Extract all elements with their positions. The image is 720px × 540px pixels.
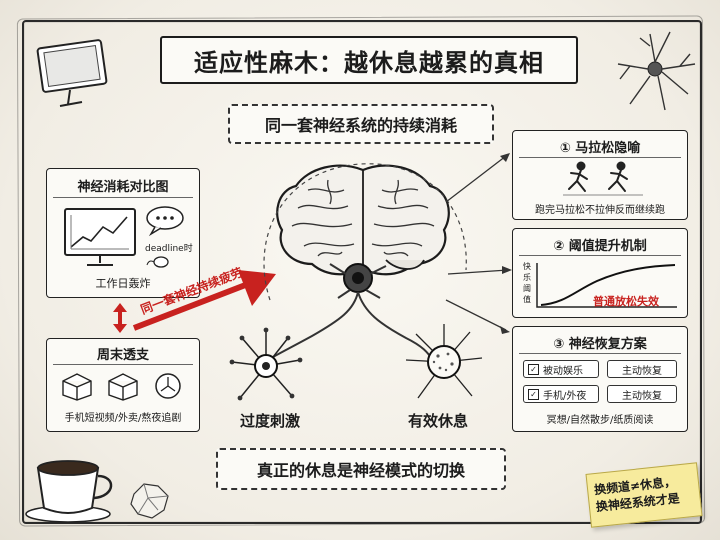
brain-orbit-arc bbox=[263, 163, 467, 301]
deadline-label: deadline时 bbox=[145, 244, 193, 254]
coffee-cup-icon bbox=[25, 460, 113, 523]
checkbox-checked-icon: ✓ bbox=[528, 363, 539, 375]
comparison-title: 神经消耗对比图 bbox=[77, 180, 169, 195]
recovery-option-active-2[interactable]: 主动恢复 bbox=[607, 385, 677, 403]
recovery-option-label: 主动恢复 bbox=[622, 390, 662, 402]
mouse-icon bbox=[146, 256, 169, 268]
runners-icon bbox=[563, 161, 643, 196]
workday-caption: 工作日轰炸 bbox=[95, 277, 151, 290]
panel-divider bbox=[519, 157, 681, 158]
panel-divider bbox=[53, 197, 193, 198]
marathon-title: ① 马拉松隐喻 bbox=[559, 141, 641, 156]
takeout-box-icon bbox=[108, 373, 138, 401]
monitor-sketch-icon bbox=[36, 39, 108, 107]
speech-bubble-icon bbox=[146, 206, 184, 237]
phone-box-icon bbox=[62, 373, 92, 401]
weekend-caption: 手机短视频/外卖/熬夜追剧 bbox=[64, 413, 182, 424]
connector-arrows bbox=[445, 153, 512, 334]
recovery-option-label: 被动娱乐 bbox=[543, 365, 583, 377]
recovery-title: ③ 神经恢复方案 bbox=[553, 337, 647, 352]
neuron-sketch-decoration bbox=[617, 31, 696, 111]
marathon-caption: 跑完马拉松不拉伸反而继续跑 bbox=[535, 205, 665, 216]
crumpled-paper-icon bbox=[130, 483, 169, 519]
page-title-text: 适应性麻木：越休息越累的真相 bbox=[194, 48, 544, 77]
fatigue-arrow-icon bbox=[132, 270, 276, 331]
panel-divider bbox=[519, 255, 681, 256]
clock-icon bbox=[155, 373, 181, 399]
threshold-y-axis-label: 快乐阈值 bbox=[523, 262, 531, 304]
footer-text: 真正的休息是神经模式的切换 bbox=[256, 461, 465, 480]
work-monitor-icon bbox=[64, 208, 136, 266]
effective-rest-label: 有效休息 bbox=[408, 412, 469, 430]
recovery-option-passive[interactable]: ✓ 被动娱乐 bbox=[523, 360, 599, 378]
recovery-option-phone[interactable]: ✓ 手机/外夜 bbox=[523, 385, 599, 403]
checkbox-checked-icon: ✓ bbox=[528, 388, 539, 400]
threshold-title: ② 阈值提升机制 bbox=[553, 239, 647, 254]
recovery-panel: ③ 神经恢复方案 ✓ 被动娱乐 主动恢复 ✓ 手机/外夜 主动恢复 冥想/自然散… bbox=[512, 326, 688, 432]
subtitle-box: 同一套神经系统的持续消耗 bbox=[228, 104, 494, 144]
recovery-option-active[interactable]: 主动恢复 bbox=[607, 360, 677, 378]
footer-box: 真正的休息是神经模式的切换 bbox=[216, 448, 506, 490]
recovery-option-label: 主动恢复 bbox=[622, 365, 662, 377]
double-arrow-icon bbox=[113, 303, 127, 333]
resting-neuron-icon bbox=[405, 324, 483, 399]
overstimulated-neuron-icon bbox=[229, 327, 303, 401]
recovery-option-label: 手机/外夜 bbox=[543, 390, 587, 402]
threshold-curve-caption: 普通放松失效 bbox=[593, 295, 659, 308]
central-neuron-illustration bbox=[263, 263, 435, 363]
panel-divider bbox=[53, 364, 193, 365]
overstimulation-label: 过度刺激 bbox=[240, 412, 301, 430]
page-title: 适应性麻木：越休息越累的真相 bbox=[160, 36, 578, 84]
panel-divider bbox=[519, 353, 681, 354]
threshold-panel: ② 阈值提升机制 快乐阈值 普通放松失效 bbox=[512, 228, 688, 318]
workday-panel: 神经消耗对比图 deadline时 工作日轰炸 bbox=[46, 168, 200, 298]
weekend-title: 周末透支 bbox=[96, 348, 149, 363]
subtitle-text: 同一套神经系统的持续消耗 bbox=[264, 116, 457, 135]
threshold-curve-graph bbox=[536, 263, 677, 308]
marathon-panel: ① 马拉松隐喻 跑完马拉松不拉伸反而继续跑 bbox=[512, 130, 688, 220]
main-frame bbox=[22, 20, 702, 524]
recovery-caption: 冥想/自然散步/纸质阅读 bbox=[546, 415, 654, 426]
weekend-panel: 周末透支 手机短视频/外卖/熬夜追剧 bbox=[46, 338, 200, 432]
